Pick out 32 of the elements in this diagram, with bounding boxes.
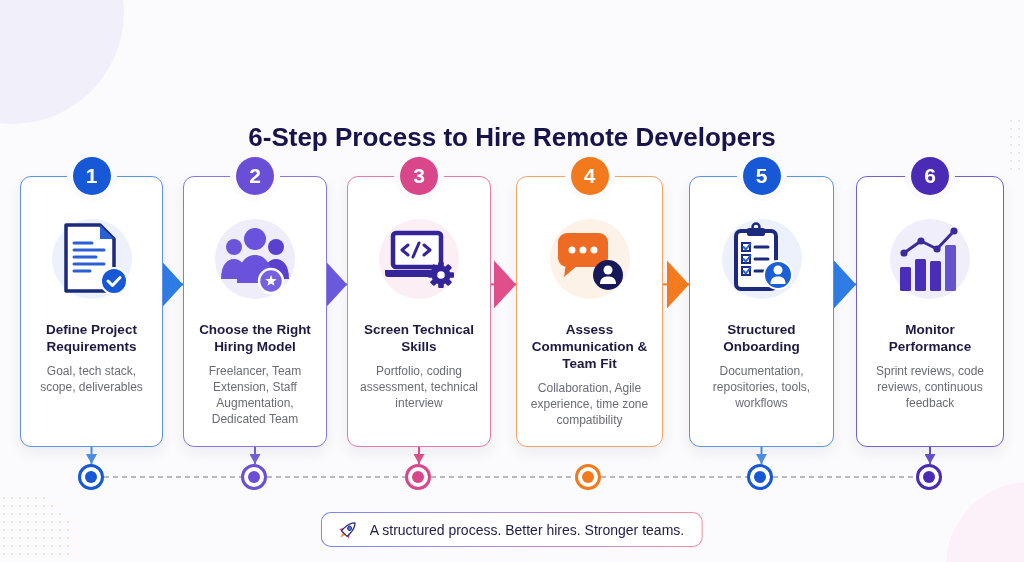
chevron-arrow: [490, 260, 517, 309]
step-title: Choose the Right Hiring Model: [198, 321, 312, 355]
step-description: Collaboration, Agile experience, time zone compatibility: [529, 380, 650, 428]
pointer-arrow: [413, 446, 425, 465]
step-title: Define Project Requirements: [45, 321, 138, 355]
step-description: Goal, tech stack, scope, deliverables: [39, 363, 144, 395]
step-title: Assess Communication & Team Fit: [530, 321, 649, 372]
dashed-connector: [103, 476, 242, 478]
step-description: Portfolio, coding assessment, technical interview: [358, 363, 480, 411]
timeline-dot: [405, 464, 431, 490]
step-description: Freelancer, Team Extension, Staff Augmentation, Dedicated Team: [207, 363, 303, 427]
step-title: Structured Onboarding: [722, 321, 801, 355]
timeline-dot: [747, 464, 773, 490]
pointer-arrow: [924, 446, 936, 465]
step-description: Sprint reviews, code reviews, continuous feedback: [874, 363, 985, 411]
tagline-text: A structured process. Better hires. Stronger teams.: [369, 521, 685, 538]
step-title: Monitor Performance: [887, 321, 973, 355]
pointer-arrow: [86, 446, 97, 465]
title: 6-Step Process to Hire Remote Developers: [248, 121, 776, 153]
dashed-connector: [266, 476, 406, 478]
step-description: Documentation, repositories, tools, workflows: [711, 363, 812, 411]
chevron-arrow: [662, 260, 690, 309]
tagline-banner: [320, 512, 704, 547]
pointer-arrow: [249, 446, 261, 465]
timeline-dot: [916, 464, 942, 490]
pointer-arrow: [756, 446, 767, 465]
timeline-dot: [241, 464, 267, 490]
dashed-connector: [600, 476, 748, 478]
timeline-dot: [78, 464, 104, 490]
step-title: Screen Technical Skills: [362, 321, 476, 355]
chevron-arrow: [833, 260, 857, 309]
timeline-dot: [575, 464, 601, 490]
